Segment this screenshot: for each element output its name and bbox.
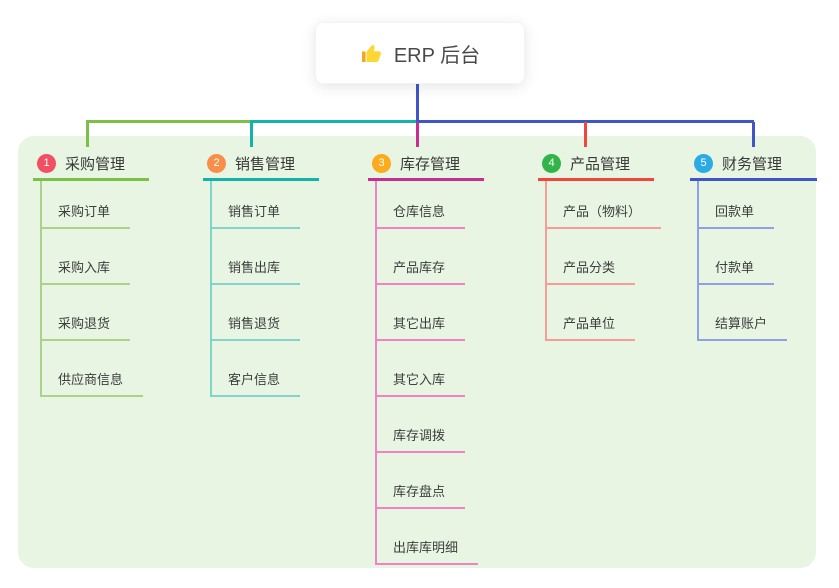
branch-node-title[interactable]: 3 库存管理 bbox=[368, 148, 484, 181]
child-node[interactable]: 产品单位 bbox=[547, 285, 661, 341]
connector-drop-product bbox=[584, 122, 587, 147]
connector-bus-teal bbox=[250, 120, 419, 123]
child-node-label: 产品单位 bbox=[547, 313, 636, 341]
child-node[interactable]: 销售订单 bbox=[212, 181, 301, 229]
connector-bus-blue bbox=[416, 120, 754, 123]
root-node-label: ERP 后台 bbox=[393, 44, 481, 67]
child-node-label: 其它出库 bbox=[377, 313, 466, 341]
child-node-label: 其它入库 bbox=[377, 369, 466, 397]
connector-drop-sales bbox=[250, 122, 253, 147]
branch-number-badge: 4 bbox=[542, 153, 561, 173]
child-node[interactable]: 产品（物料） bbox=[547, 181, 662, 229]
child-node[interactable]: 库存调拨 bbox=[377, 397, 478, 453]
child-node[interactable]: 其它入库 bbox=[377, 341, 478, 397]
root-node[interactable]: ERP 后台 bbox=[315, 22, 525, 84]
child-node[interactable]: 客户信息 bbox=[212, 341, 301, 397]
child-node[interactable]: 采购退货 bbox=[42, 285, 143, 341]
branch-children: 销售订单 销售出库 销售退货 客户信息 bbox=[210, 181, 301, 397]
branch-purchase: 1 采购管理 采购订单 采购入库 采购退货 供应商信息 bbox=[33, 148, 149, 397]
branch-number-badge: 3 bbox=[372, 153, 391, 173]
child-node-label: 客户信息 bbox=[212, 369, 301, 397]
branch-finance: 5 财务管理 回款单 付款单 结算账户 bbox=[690, 148, 817, 341]
branch-node-title[interactable]: 4 产品管理 bbox=[538, 148, 654, 181]
connector-drop-inventory bbox=[416, 122, 419, 147]
child-node-label: 采购订单 bbox=[42, 201, 131, 229]
child-node-label: 销售退货 bbox=[212, 313, 301, 341]
child-node[interactable]: 供应商信息 bbox=[42, 341, 144, 397]
child-node[interactable]: 付款单 bbox=[699, 229, 787, 285]
child-node-label: 产品分类 bbox=[547, 257, 636, 285]
child-node-label: 采购入库 bbox=[42, 257, 131, 285]
branch-sales: 2 销售管理 销售订单 销售出库 销售退货 客户信息 bbox=[203, 148, 319, 397]
branch-inventory: 3 库存管理 仓库信息 产品库存 其它出库 其它入库 库存调拨 库存盘点 出库库… bbox=[368, 148, 484, 565]
connector-drop-finance bbox=[752, 122, 755, 147]
child-node[interactable]: 采购订单 bbox=[42, 181, 143, 229]
child-node-label: 供应商信息 bbox=[42, 369, 144, 397]
child-node[interactable]: 回款单 bbox=[699, 181, 787, 229]
child-node-label: 销售出库 bbox=[212, 257, 301, 285]
connector-root-drop bbox=[416, 82, 419, 122]
branch-title-label: 销售管理 bbox=[235, 155, 296, 173]
child-node-label: 付款单 bbox=[699, 257, 775, 285]
branch-number-badge: 2 bbox=[207, 153, 226, 173]
connector-drop-purchase bbox=[86, 122, 89, 147]
branch-title-label: 库存管理 bbox=[400, 155, 461, 173]
branch-children: 回款单 付款单 结算账户 bbox=[697, 181, 788, 341]
child-node-label: 产品库存 bbox=[377, 257, 466, 285]
branch-title-label: 采购管理 bbox=[65, 155, 126, 173]
branch-number-badge: 5 bbox=[694, 153, 713, 173]
child-node[interactable]: 销售退货 bbox=[212, 285, 301, 341]
child-node[interactable]: 产品库存 bbox=[377, 229, 478, 285]
child-node-label: 采购退货 bbox=[42, 313, 131, 341]
child-node[interactable]: 产品分类 bbox=[547, 229, 661, 285]
child-node[interactable]: 结算账户 bbox=[699, 285, 788, 341]
child-node[interactable]: 其它出库 bbox=[377, 285, 478, 341]
child-node[interactable]: 采购入库 bbox=[42, 229, 143, 285]
child-node-label: 结算账户 bbox=[699, 313, 788, 341]
child-node[interactable]: 仓库信息 bbox=[377, 181, 478, 229]
canvas-panel bbox=[18, 136, 816, 568]
child-node-label: 库存调拨 bbox=[377, 425, 466, 453]
branch-children: 仓库信息 产品库存 其它出库 其它入库 库存调拨 库存盘点 出库库明细 bbox=[375, 181, 479, 565]
child-node[interactable]: 库存盘点 bbox=[377, 453, 478, 509]
branch-title-label: 财务管理 bbox=[722, 155, 783, 173]
branch-children: 产品（物料） 产品分类 产品单位 bbox=[545, 181, 662, 341]
child-node-label: 回款单 bbox=[699, 201, 775, 229]
child-node-label: 销售订单 bbox=[212, 201, 301, 229]
branch-node-title[interactable]: 2 销售管理 bbox=[203, 148, 319, 181]
branch-children: 采购订单 采购入库 采购退货 供应商信息 bbox=[40, 181, 144, 397]
branch-title-label: 产品管理 bbox=[570, 155, 631, 173]
child-node-label: 产品（物料） bbox=[547, 201, 662, 229]
child-node-label: 仓库信息 bbox=[377, 201, 466, 229]
branch-product: 4 产品管理 产品（物料） 产品分类 产品单位 bbox=[538, 148, 662, 341]
child-node[interactable]: 出库库明细 bbox=[377, 509, 479, 565]
thumbs-up-icon bbox=[361, 45, 381, 62]
branch-node-title[interactable]: 5 财务管理 bbox=[690, 148, 817, 181]
branch-number-badge: 1 bbox=[37, 153, 56, 173]
child-node-label: 出库库明细 bbox=[377, 537, 479, 565]
child-node[interactable]: 销售出库 bbox=[212, 229, 301, 285]
child-node-label: 库存盘点 bbox=[377, 481, 466, 509]
branch-node-title[interactable]: 1 采购管理 bbox=[33, 148, 149, 181]
